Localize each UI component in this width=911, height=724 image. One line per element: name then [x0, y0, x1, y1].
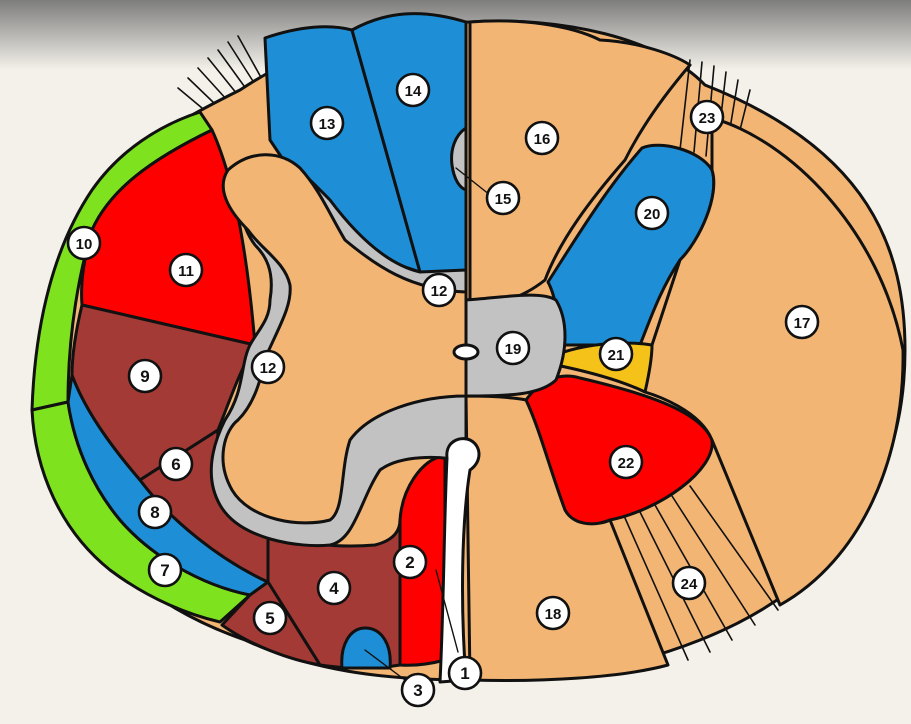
- label-text: 7: [160, 561, 169, 580]
- label-text: 16: [534, 131, 551, 148]
- label-9: 9: [129, 360, 161, 392]
- label-11: 11: [170, 254, 202, 286]
- label-text: 11: [178, 263, 194, 280]
- label-8: 8: [139, 496, 171, 528]
- label-16: 16: [526, 122, 558, 154]
- label-19: 19: [497, 332, 529, 364]
- label-text: 15: [495, 191, 512, 208]
- label-text: 1: [460, 664, 469, 683]
- label-text: 21: [608, 347, 625, 364]
- label-20: 20: [636, 197, 668, 229]
- label-1: 1: [449, 657, 481, 689]
- label-text: 2: [405, 553, 414, 572]
- label-text: 4: [329, 579, 339, 598]
- label-17: 17: [786, 306, 818, 338]
- label-text: 22: [618, 455, 635, 472]
- label-text: 3: [413, 681, 422, 700]
- label-2: 2: [394, 546, 426, 578]
- label-text: 8: [150, 503, 159, 522]
- label-6: 6: [160, 448, 192, 480]
- label-12a: 12: [423, 274, 455, 306]
- label-21: 21: [600, 338, 632, 370]
- label-text: 24: [681, 576, 698, 593]
- label-18: 18: [537, 597, 569, 629]
- label-13: 13: [311, 107, 343, 139]
- label-text: 12: [260, 360, 277, 377]
- label-text: 19: [505, 341, 522, 358]
- label-text: 12: [431, 283, 448, 300]
- label-text: 20: [644, 206, 661, 223]
- label-23: 23: [691, 101, 723, 133]
- label-text: 10: [76, 236, 93, 253]
- label-text: 13: [319, 116, 336, 133]
- label-10: 10: [68, 227, 100, 259]
- label-14: 14: [397, 74, 429, 106]
- label-text: 17: [794, 315, 811, 332]
- label-5: 5: [254, 602, 286, 634]
- label-12b: 12: [252, 351, 284, 383]
- label-24: 24: [673, 567, 705, 599]
- label-7: 7: [149, 554, 181, 586]
- label-text: 5: [265, 609, 274, 628]
- label-text: 18: [545, 606, 562, 623]
- label-4: 4: [318, 572, 350, 604]
- label-text: 6: [171, 455, 180, 474]
- label-text: 14: [405, 83, 422, 100]
- central-canal: [454, 345, 478, 359]
- label-3: 3: [402, 674, 434, 706]
- label-15: 15: [487, 182, 519, 214]
- label-text: 23: [699, 110, 716, 127]
- label-text: 9: [140, 367, 149, 386]
- label-22: 22: [610, 446, 642, 478]
